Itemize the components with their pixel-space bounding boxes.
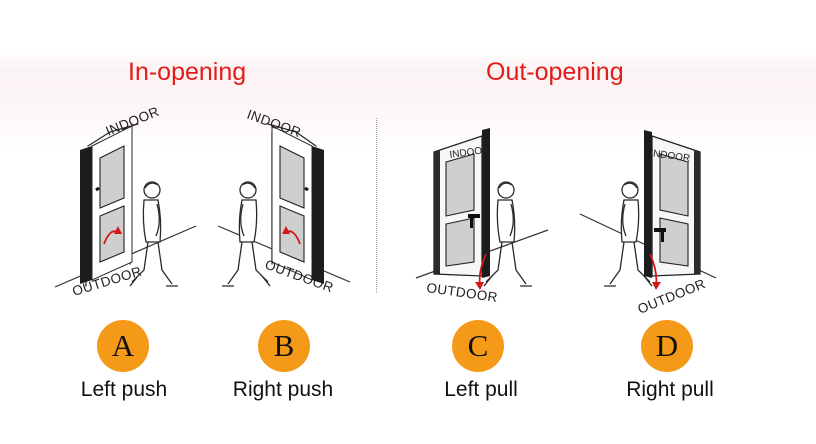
section-divider: [376, 118, 377, 293]
outdoor-label: OUTDOOR: [426, 280, 499, 305]
in-opening-heading: In-opening: [128, 58, 247, 86]
scene-b-right-push: INDOOR OUTDOOR: [217, 107, 351, 295]
option-d-caption: Right pull: [626, 378, 714, 401]
option-c-caption: Left pull: [444, 378, 518, 401]
option-c-badge: C: [452, 320, 504, 372]
out-opening-heading: Out-opening: [486, 58, 624, 86]
option-a-badge: A: [97, 320, 149, 372]
option-b-badge: B: [258, 320, 310, 372]
scene-c-left-pull: INDOOR OUTDOOR: [415, 128, 549, 305]
scene-d-right-pull: INDOOR OUTDOOR: [579, 130, 717, 317]
option-a-caption: Left push: [80, 378, 168, 401]
door-leaf: [312, 146, 324, 284]
door-leaf: [80, 146, 92, 284]
option-d-badge: D: [641, 320, 693, 372]
option-b-caption: Right push: [232, 378, 334, 401]
outdoor-label: OUTDOOR: [636, 276, 708, 317]
scene-a-left-push: INDOOR OUTDOOR: [54, 104, 197, 299]
